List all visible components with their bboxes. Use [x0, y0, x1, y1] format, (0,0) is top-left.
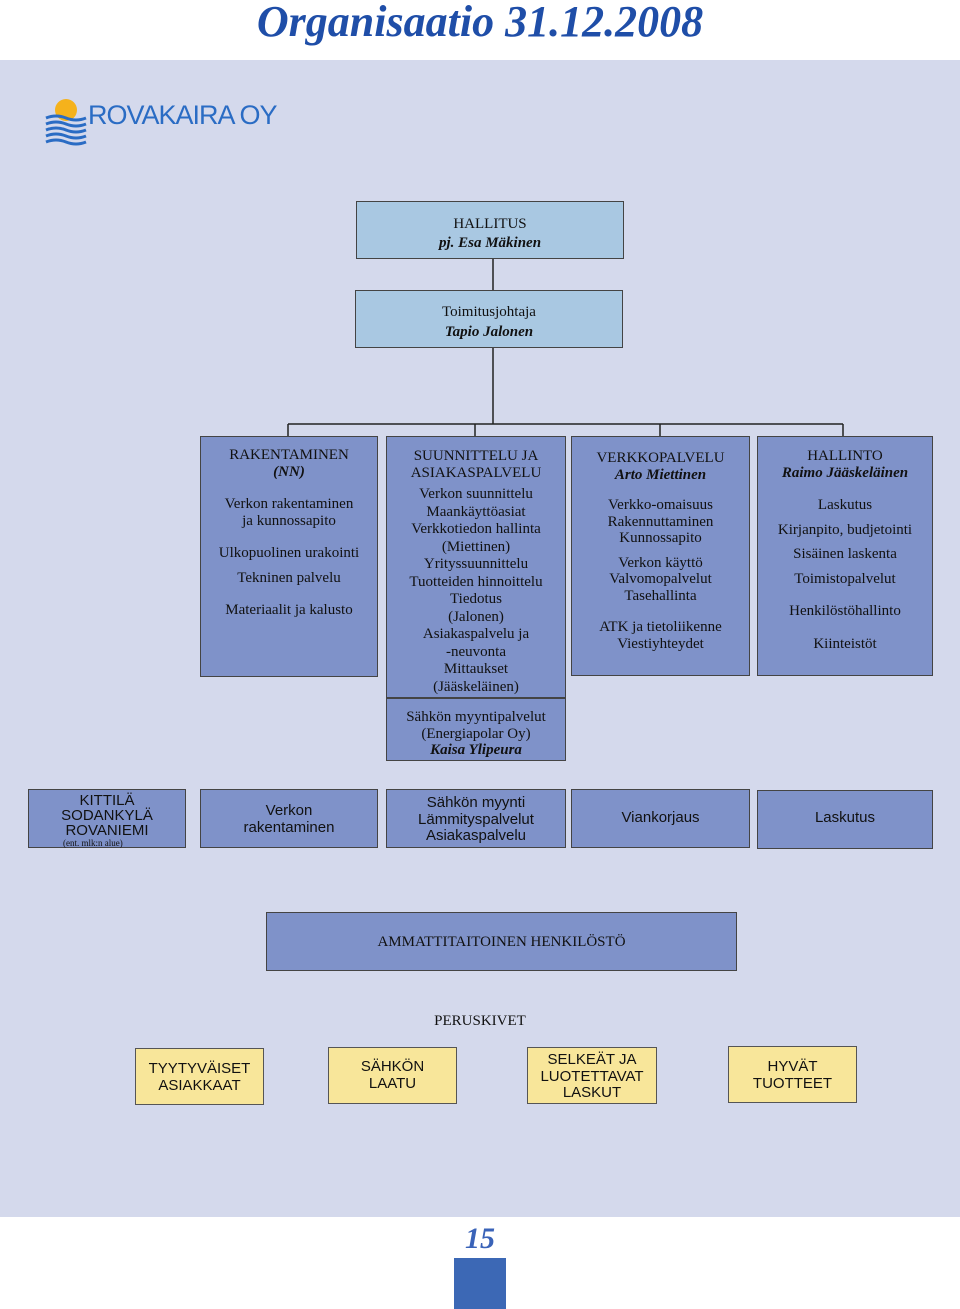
- department-item: Kiinteistöt: [813, 635, 877, 652]
- unit-laskutus: Laskutus: [757, 790, 933, 849]
- department-item: Verkkotiedon hallinta: [411, 521, 541, 537]
- peruskivi-line: LUOTETTAVAT: [540, 1067, 644, 1085]
- peruskivi-line: LAATU: [368, 1074, 417, 1092]
- department-item: Verkon suunnittelu: [419, 486, 533, 502]
- department-item: Tekninen palvelu: [237, 569, 341, 586]
- department-item: (Jalonen): [448, 608, 504, 625]
- unit-line: KITTILÄ: [79, 792, 135, 809]
- department-item: Kirjanpito, budjetointi: [777, 521, 913, 538]
- department-item: (Miettinen): [441, 538, 511, 555]
- unit-line: Viankorjaus: [621, 809, 700, 826]
- peruskivi-line: SELKEÄT JA: [547, 1051, 637, 1068]
- department-item: (Jääskeläinen): [433, 678, 519, 695]
- department-item: Mittaukset: [443, 661, 509, 677]
- peruskivet-title: PERUSKIVET: [434, 1013, 526, 1029]
- henkilosto-box: AMMATTITAITOINEN HENKILÖSTÖ: [266, 912, 737, 971]
- department-title-2: ASIAKASPALVELU: [410, 464, 542, 481]
- rovakaira-logo: ROVAKAIRA OY: [44, 96, 278, 148]
- department-item: Verkko-omaisuus: [608, 497, 713, 513]
- unit-myynti: Sähkön myynti Lämmityspalvelut Asiakaspa…: [386, 789, 566, 848]
- peruskivi-line: HYVÄT: [767, 1058, 818, 1075]
- peruskivi-line: ASIAKKAAT: [158, 1076, 241, 1094]
- toimitusjohtaja-person: Tapio Jalonen: [444, 323, 534, 340]
- toimitusjohtaja-title: Toimitusjohtaja: [442, 304, 536, 320]
- peruskivi-line: SÄHKÖN: [360, 1058, 425, 1075]
- department-item: Toimistopalvelut: [794, 570, 896, 587]
- department-item: Ulkopuolinen urakointi: [218, 545, 360, 561]
- department-item: Tuotteiden hinnoittelu: [409, 573, 543, 590]
- peruskivi-tuotteet: HYVÄT TUOTTEET: [728, 1046, 857, 1103]
- department-item: Kunnossapito: [619, 530, 702, 546]
- department-title: SUUNNITTELU JA: [413, 448, 539, 464]
- department-person: Arto Miettinen: [614, 466, 707, 483]
- department-person: (NN): [273, 463, 305, 480]
- unit-line: Verkon: [265, 802, 313, 819]
- unit-line: Sähkön myynti: [426, 794, 526, 811]
- department-item: Verkon käyttö: [618, 554, 703, 571]
- department-item: Materiaalit ja kalusto: [225, 602, 353, 618]
- department-item: Maankäyttöasiat: [426, 503, 526, 520]
- department-item: Tasehallinta: [624, 587, 697, 604]
- unit-line: ROVANIEMI: [65, 822, 149, 839]
- peruskivi-asiakkaat: TYYTYVÄISET ASIAKKAAT: [135, 1048, 264, 1105]
- unit-line: SODANKYLÄ: [61, 807, 153, 824]
- department-item: -neuvonta: [446, 643, 506, 660]
- unit-line: rakentaminen: [243, 818, 335, 836]
- department-person: Raimo Jääskeläinen: [781, 464, 909, 481]
- department-item: Asiakaspalvelu ja: [422, 626, 530, 642]
- hallitus-title: HALLITUS: [453, 216, 527, 232]
- peruskivi-laatu: SÄHKÖN LAATU: [328, 1047, 457, 1104]
- logo-text: ROVAKAIRA OY: [88, 100, 278, 130]
- peruskivi-line: TUOTTEET: [752, 1074, 833, 1092]
- peruskivi-line: TYYTYVÄISET: [148, 1060, 251, 1077]
- myyntipalvelut-line1: Sähkön myyntipalvelut: [406, 709, 546, 725]
- peruskivi-line: LASKUT: [562, 1084, 622, 1101]
- department-title: VERKKOPALVELU: [596, 450, 725, 466]
- department-hallinto: HALLINTO Raimo Jääskeläinen Laskutus Kir…: [757, 436, 933, 676]
- unit-verkon-rakentaminen: Verkon rakentaminen: [200, 789, 378, 848]
- page-number: 15: [465, 1222, 495, 1255]
- department-item: Valvomopalvelut: [609, 571, 712, 587]
- unit-viankorjaus: Viankorjaus: [571, 789, 750, 848]
- unit-regions: KITTILÄ SODANKYLÄ ROVANIEMI (ent. mlk:n …: [28, 789, 186, 848]
- department-item: Tiedotus: [450, 591, 502, 607]
- department-item: Yrityssuunnittelu: [423, 556, 529, 572]
- henkilosto-text: AMMATTITAITOINEN HENKILÖSTÖ: [377, 934, 626, 950]
- department-item: ATK ja tietoliikenne: [599, 619, 722, 635]
- page-title: Organisaatio 31.12.2008: [256, 0, 704, 46]
- department-suunnittelu: SUUNNITTELU JA ASIAKASPALVELU Verkon suu…: [386, 436, 566, 698]
- hallitus-box: HALLITUS pj. Esa Mäkinen: [356, 201, 624, 259]
- unit-line: Laskutus: [814, 809, 876, 826]
- unit-line: Lämmityspalvelut: [418, 810, 534, 828]
- department-title: HALLINTO: [807, 448, 883, 464]
- toimitusjohtaja-box: Toimitusjohtaja Tapio Jalonen: [355, 290, 623, 348]
- unit-line: Asiakaspalvelu: [425, 827, 527, 844]
- department-item: Sisäinen laskenta: [793, 546, 897, 562]
- unit-note: (ent. mlk:n alue): [63, 838, 123, 848]
- peruskivi-laskut: SELKEÄT JA LUOTETTAVAT LASKUT: [527, 1047, 657, 1104]
- department-item: Rakennuttaminen: [607, 513, 714, 530]
- sun-waves-icon: [45, 99, 87, 146]
- department-item: Laskutus: [817, 497, 873, 513]
- page-tab-marker: [454, 1258, 506, 1309]
- department-title: RAKENTAMINEN: [229, 447, 349, 463]
- department-verkkopalvelu: VERKKOPALVELU Arto Miettinen Verkko-omai…: [571, 436, 750, 676]
- hallitus-person: pj. Esa Mäkinen: [438, 234, 542, 251]
- myyntipalvelut-person: Kaisa Ylipeura: [430, 742, 522, 758]
- myyntipalvelut-box: Sähkön myyntipalvelut (Energiapolar Oy) …: [386, 698, 566, 761]
- department-item: Viestiyhteydet: [617, 635, 704, 652]
- department-item: Henkilöstöhallinto: [789, 603, 901, 619]
- department-rakentaminen: RAKENTAMINEN (NN) Verkon rakentaminen ja…: [200, 436, 378, 677]
- myyntipalvelut-line2: (Energiapolar Oy): [421, 725, 531, 742]
- department-item: Verkon rakentaminen: [224, 496, 354, 512]
- department-item: ja kunnossapito: [242, 512, 336, 529]
